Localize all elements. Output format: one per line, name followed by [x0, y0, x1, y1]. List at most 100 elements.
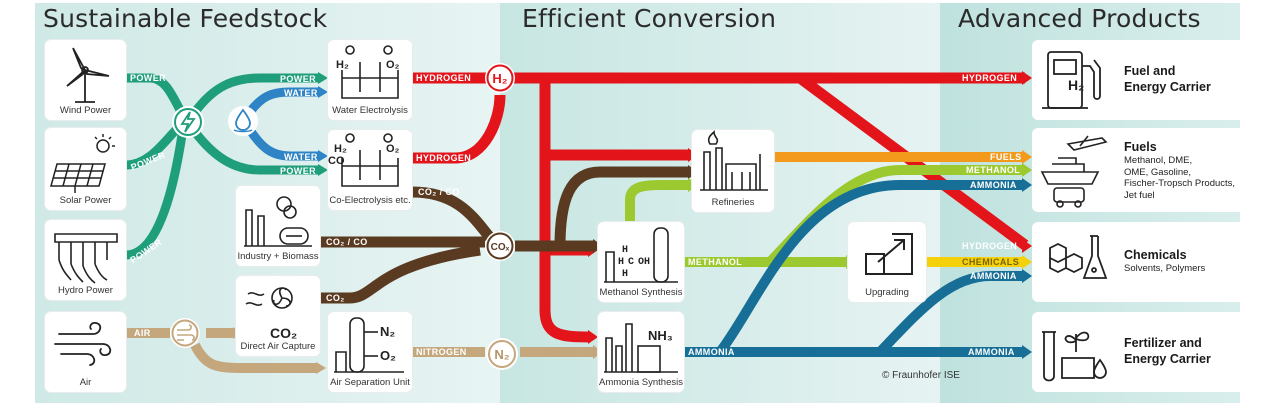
- hydro-dam-icon: [54, 233, 118, 284]
- cox-hub: COₓ: [485, 231, 515, 261]
- wind-power-label: Wind Power: [59, 105, 112, 116]
- flow-label-air: AIR: [134, 328, 151, 338]
- upgrade-arrow-icon: [865, 233, 913, 275]
- ms-c-text: C: [628, 257, 634, 268]
- asu-n2-text: N₂: [380, 324, 395, 339]
- upgrading-label: Upgrading: [865, 287, 909, 298]
- coe-co-text: CO: [328, 155, 345, 167]
- air-swirl-icon: [171, 319, 199, 347]
- flow-label-methanol-products: METHANOL: [966, 165, 1021, 175]
- h2-circle-icon: H₂: [486, 64, 514, 92]
- hydro-power-label: Hydro Power: [58, 285, 113, 296]
- we-h2-text: H₂: [336, 59, 349, 71]
- electrolysis-tank-icon: H₂ O₂: [336, 45, 400, 99]
- hydrogen-arrow-chemicals: [1022, 239, 1032, 253]
- fuel-pump-icon: H₂: [1042, 51, 1101, 109]
- flow-label-water-we: WATER: [284, 88, 318, 98]
- product-fertilizer-energy-carrier: Fertilizer and Energy Carrier: [1032, 312, 1240, 392]
- air-hub: [170, 318, 200, 348]
- flow-label-nitrogen: NITROGEN: [416, 347, 467, 357]
- node-air: Air: [45, 312, 126, 392]
- water-flows: [246, 87, 318, 161]
- water-arrow-1: [318, 86, 328, 98]
- ms-h-top-text: H: [622, 245, 628, 256]
- fuels-desc-3: Fischer-Tropsch Products,: [1124, 178, 1236, 189]
- flow-label-hydrogen-chemicals: HYDROGEN: [962, 241, 1018, 251]
- coe-h2-text: H₂: [334, 143, 347, 155]
- fan-capture-icon: CO₂: [245, 287, 297, 341]
- flow-label-water-coe: WATER: [284, 152, 318, 162]
- flow-label-ammonia-chemicals: AMMONIA: [970, 271, 1017, 281]
- ms-h-bottom-text: H: [622, 269, 628, 280]
- hub-n2-text: N₂: [494, 347, 509, 362]
- node-direct-air-capture: CO₂ Direct Air Capture: [236, 276, 320, 356]
- flow-label-hydrogen-we: HYDROGEN: [416, 73, 472, 83]
- fuel-carrier-title-1: Fuel and: [1124, 64, 1176, 78]
- asu-o2-text: O₂: [380, 348, 396, 363]
- flow-label-co2co-industry: CO₂ / CO: [326, 237, 368, 247]
- flow-label-co2-dac: CO₂: [326, 293, 345, 303]
- direct-air-capture-label: Direct Air Capture: [240, 341, 316, 352]
- flow-label-ammonia-fertilizer: AMMONIA: [968, 347, 1015, 357]
- node-upgrading: Upgrading: [848, 222, 926, 302]
- flow-label-power-we: POWER: [280, 74, 317, 84]
- node-refineries: Refineries: [692, 130, 774, 212]
- molecule-flask-icon: [1049, 235, 1108, 279]
- node-wind-power: Wind Power: [45, 40, 126, 120]
- section-title-products: Advanced Products: [958, 4, 1201, 33]
- refinery-icon: [700, 130, 768, 191]
- water-hub: [228, 106, 258, 136]
- power-hub: [172, 106, 204, 138]
- hydrogen-arrow-products: [1022, 71, 1032, 85]
- chemicals-desc: Solvents, Polymers: [1124, 263, 1206, 274]
- factory-icon: [244, 196, 312, 247]
- methanol-synthesis-label: Methanol Synthesis: [599, 287, 683, 298]
- lightning-icon: [174, 108, 202, 136]
- ammonia-synthesis-label: Ammonia Synthesis: [599, 377, 683, 388]
- air-separation-unit-label: Air Separation Unit: [330, 377, 410, 388]
- nitrogen-hub: N₂: [486, 338, 518, 370]
- node-methanol-synthesis: H H C OH H Methanol Synthesis: [598, 222, 684, 302]
- ammonia-flows: [685, 180, 1025, 357]
- product-h2-text: H₂: [1068, 77, 1084, 93]
- hub-h2-text: H₂: [492, 71, 507, 86]
- we-o2-text: O₂: [386, 59, 400, 71]
- chemicals-title: Chemicals: [1124, 248, 1187, 262]
- fuels-desc-1: Methanol, DME,: [1124, 155, 1193, 166]
- air-flows: [126, 328, 595, 373]
- methanol-arrow-products: [1022, 163, 1032, 177]
- industry-biomass-label: Industry + Biomass: [237, 251, 319, 262]
- node-air-separation-unit: N₂ O₂ Air Separation Unit: [328, 312, 412, 392]
- wind-gust-icon: [54, 321, 112, 366]
- as-nh3-text: NH₃: [648, 328, 673, 343]
- air-arrow-asu: [316, 362, 326, 374]
- cox-cloud-icon: COₓ: [486, 232, 514, 260]
- flow-label-power-coe: POWER: [280, 166, 317, 176]
- ms-h-text: H: [618, 257, 624, 268]
- power-arrow-2: [318, 164, 328, 176]
- hydrogen-arrow-ammonia: [588, 330, 598, 344]
- ms-oh-text: OH: [638, 257, 650, 268]
- co-electrolysis-label: Co-Electrolysis etc.: [329, 195, 411, 206]
- plane-ship-car-icon: [1040, 135, 1108, 208]
- air-separation-column-icon: N₂ O₂: [334, 317, 404, 373]
- flow-label-power-wind: POWER: [130, 73, 167, 83]
- node-co-electrolysis: H₂ CO O₂ Co-Electrolysis etc.: [328, 130, 412, 210]
- section-title-conversion: Efficient Conversion: [522, 4, 777, 33]
- co-electrolysis-tank-icon: H₂ CO O₂: [328, 133, 400, 187]
- product-fuel-energy-carrier: H₂ Fuel and Energy Carrier: [1032, 40, 1240, 120]
- fuel-carrier-title-2: Energy Carrier: [1124, 80, 1211, 94]
- node-hydro-power: Hydro Power: [45, 220, 126, 300]
- ammonia-arrow-fuels: [1022, 178, 1032, 192]
- flow-label-methanol: METHANOL: [688, 257, 743, 267]
- power-flows: [125, 73, 318, 260]
- copyright-note: © Fraunhofer ISE: [882, 370, 960, 381]
- node-ammonia-synthesis: NH₃ Ammonia Synthesis: [598, 312, 684, 392]
- node-solar-power: Solar Power: [45, 128, 126, 210]
- flow-label-fuels: FUELS: [990, 152, 1022, 162]
- ammonia-plant-icon: NH₃: [604, 323, 678, 373]
- node-industry-biomass: Industry + Biomass: [236, 186, 320, 266]
- air-label: Air: [79, 377, 92, 388]
- node-water-electrolysis: H₂ O₂ Water Electrolysis: [328, 40, 412, 120]
- dac-co2-text: CO₂: [270, 325, 297, 341]
